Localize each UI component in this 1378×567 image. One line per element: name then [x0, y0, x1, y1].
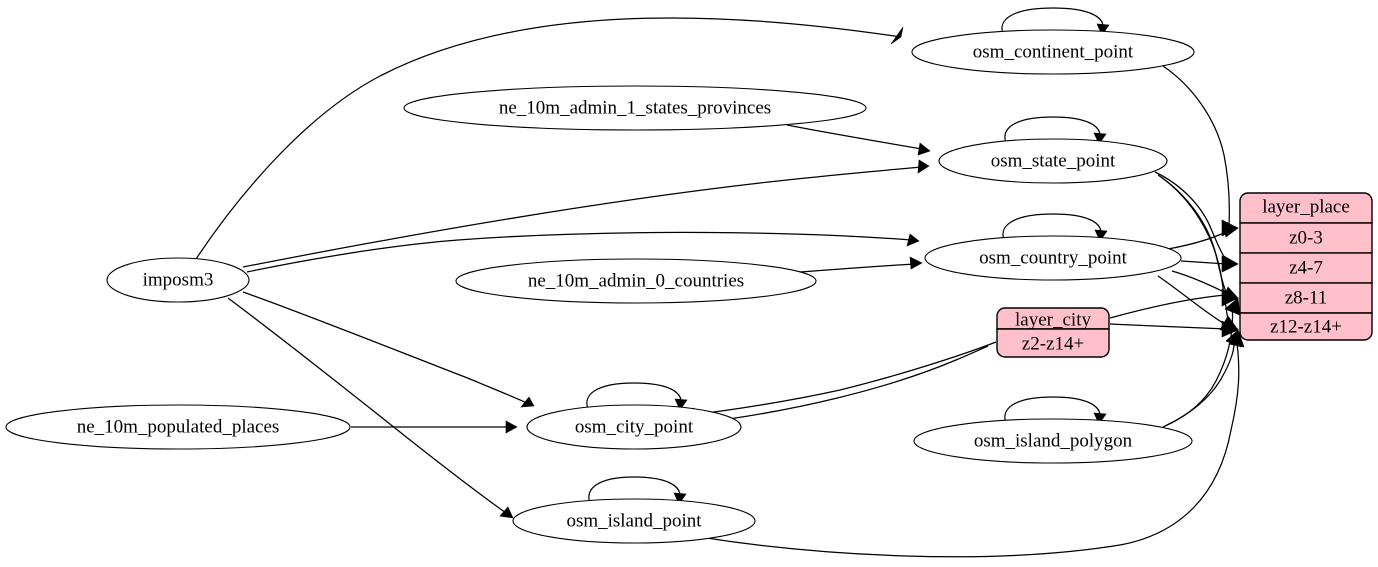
edge-osm_island_point-to-layer_place-z12_z14: [699, 329, 1245, 558]
node-layer: imposm3 ne_10m_admin_1_states_provinces …: [5, 29, 1195, 544]
edge-self-loop-osm_country_point: [1002, 213, 1108, 243]
edge-layer_city-to-layer_place-z12_z14: [1109, 321, 1239, 337]
edge-self-loop-osm_island_point: [588, 476, 687, 506]
edge-imposm3-to-osm_continent_point: [195, 17, 904, 260]
record-row-layer_place-title: layer_place: [1262, 196, 1350, 217]
node-osm_island_polygon[interactable]: osm_island_polygon: [913, 418, 1193, 464]
edge-imposm3-to-osm_city_point: [242, 291, 535, 408]
node-ne_10m_populated_places[interactable]: ne_10m_populated_places: [5, 404, 351, 450]
edge-layer_city-to-layer_place-z8_11: [1109, 288, 1239, 319]
edge-admin_0_countries-to-osm_country_point: [799, 256, 923, 273]
node-osm_continent_point[interactable]: osm_continent_point: [911, 29, 1195, 75]
node-label-osm_city_point: osm_city_point: [575, 416, 694, 437]
node-osm_country_point[interactable]: osm_country_point: [924, 235, 1182, 281]
record-row-layer_city-z2-z14plus[interactable]: z2-z14+: [1022, 333, 1084, 354]
record-node-layer_city[interactable]: layer_city z2-z14+: [996, 307, 1110, 358]
edge-self-loop-osm_city_point: [586, 382, 688, 412]
node-label-osm_island_polygon: osm_island_polygon: [974, 430, 1133, 451]
edge-osm_city_point-to-layer_city: [728, 345, 989, 420]
node-osm_island_point[interactable]: osm_island_point: [512, 498, 756, 544]
record-row-layer_city-title: layer_city: [1015, 309, 1091, 330]
record-node-layer: layer_place z0-3 z4-7 z8-11 z12-z14+ lay…: [996, 192, 1373, 358]
node-label-osm_country_point: osm_country_point: [979, 247, 1127, 268]
node-osm_state_point[interactable]: osm_state_point: [938, 138, 1168, 184]
record-row-layer_place-z8-11[interactable]: z8-11: [1285, 287, 1328, 308]
node-label-ne_10m_admin_0_countries: ne_10m_admin_0_countries: [528, 270, 744, 291]
node-ne_10m_admin_0_countries[interactable]: ne_10m_admin_0_countries: [455, 258, 817, 304]
edge-states_provinces-to-osm_state_point: [786, 124, 931, 156]
node-ne_10m_admin_1_states_provinces[interactable]: ne_10m_admin_1_states_provinces: [403, 85, 867, 131]
record-row-layer_place-z12-z14plus[interactable]: z12-z14+: [1270, 316, 1342, 337]
edge-osm_state_point-to-layer_place-z8_11: [1157, 174, 1239, 307]
node-label-imposm3: imposm3: [143, 269, 214, 290]
edge-osm_country_point-to-layer_place-z0_3: [1167, 221, 1239, 250]
node-osm_city_point[interactable]: osm_city_point: [526, 404, 742, 450]
node-label-ne_10m_admin_1_states_provinces: ne_10m_admin_1_states_provinces: [499, 97, 771, 118]
node-label-ne_10m_populated_places: ne_10m_populated_places: [77, 416, 280, 437]
record-row-layer_place-z4-7[interactable]: z4-7: [1289, 257, 1323, 278]
edge-imposm3-to-osm_island_point: [227, 297, 514, 519]
edge-imposm3-to-osm_country_point: [246, 231, 920, 273]
edge-self-loop-osm_state_point: [1004, 116, 1107, 146]
node-label-osm_continent_point: osm_continent_point: [973, 41, 1134, 62]
node-imposm3[interactable]: imposm3: [106, 257, 250, 303]
record-row-layer_place-z0-3[interactable]: z0-3: [1289, 227, 1323, 248]
edge-layer: [195, 7, 1245, 558]
edge-self-loop-osm_island_polygon: [1004, 396, 1107, 426]
edge-imposm3-to-osm_state_point: [242, 159, 930, 268]
edge-osm_country_point-to-layer_place-z4_7: [1180, 255, 1239, 272]
record-node-layer_place[interactable]: layer_place z0-3 z4-7 z8-11 z12-z14+: [1239, 192, 1373, 341]
node-label-osm_state_point: osm_state_point: [991, 150, 1116, 171]
edge-populated_places-to-osm_city_point: [351, 420, 518, 434]
edge-self-loop-osm_continent_point: [1001, 7, 1110, 37]
edge-layer_city-to-osm_city_point: [679, 341, 997, 423]
node-label-osm_island_point: osm_island_point: [566, 510, 702, 531]
